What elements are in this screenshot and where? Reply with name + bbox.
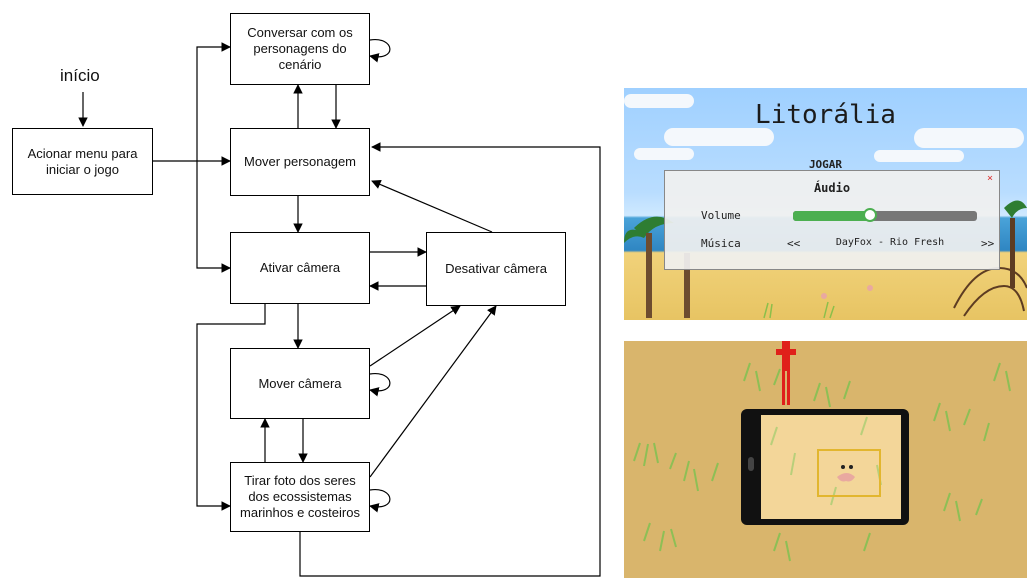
music-prev-button[interactable]: <<: [787, 237, 801, 250]
cloud: [634, 148, 694, 160]
loop-movecam: [369, 373, 391, 397]
player-character: [776, 341, 796, 405]
cloud: [664, 128, 774, 146]
game-title: Litorália: [755, 100, 896, 130]
node-move-camera: Mover câmera: [230, 348, 370, 419]
viewfinder-scene: [770, 416, 882, 506]
edge-deactivate-move: [371, 179, 493, 233]
close-icon[interactable]: ×: [986, 173, 994, 184]
game-menu-screenshot: Litorália JOGAR Áudio × Volume Música: [624, 88, 1027, 320]
camera-viewfinder: [761, 415, 901, 519]
audio-settings-panel: Áudio × Volume Música << DayFox - Rio Fr…: [664, 170, 1000, 270]
cloud: [914, 128, 1024, 148]
cloud: [624, 94, 694, 108]
photo-target-frame: [817, 449, 881, 497]
music-label: Música: [701, 237, 741, 250]
edge-activate-photo: [196, 304, 266, 511]
grass-field: [633, 362, 1011, 562]
node-deactivate-camera: Desativar câmera: [426, 232, 566, 306]
volume-slider-fill: [793, 211, 871, 221]
edge-movecam-deactivate: [369, 305, 461, 367]
node-activate-camera: Ativar câmera: [230, 232, 370, 304]
volume-label: Volume: [701, 209, 741, 222]
start-label: início: [60, 66, 100, 85]
camera-device: [741, 409, 909, 525]
node-take-photo: Tirar foto dos seres dos ecossistemas ma…: [230, 462, 370, 532]
beach-scenery: [624, 200, 1027, 319]
node-talk: Conversar com os personagens do cenário: [230, 13, 370, 85]
volume-slider-knob[interactable]: [863, 208, 878, 222]
play-button[interactable]: JOGAR: [808, 158, 843, 171]
edge-menu-cam: [196, 161, 231, 273]
flow-connectors: [78, 39, 601, 577]
volume-slider[interactable]: [793, 208, 977, 222]
loop-talk: [369, 39, 391, 63]
camera-device-button: [748, 457, 754, 471]
panel-title: Áudio: [813, 181, 851, 195]
music-next-button[interactable]: >>: [981, 237, 995, 250]
node-move-character: Mover personagem: [230, 128, 370, 196]
cloud: [874, 150, 964, 162]
edge-menu-talk: [196, 42, 231, 161]
game-camera-screenshot: [624, 341, 1027, 578]
edge-photo-deactivate: [369, 305, 497, 478]
node-menu: Acionar menu para iniciar o jogo: [12, 128, 153, 195]
music-track-name: DayFox - Rio Fresh: [835, 237, 945, 248]
edge-photo-move: [299, 142, 601, 577]
loop-photo: [369, 489, 391, 513]
